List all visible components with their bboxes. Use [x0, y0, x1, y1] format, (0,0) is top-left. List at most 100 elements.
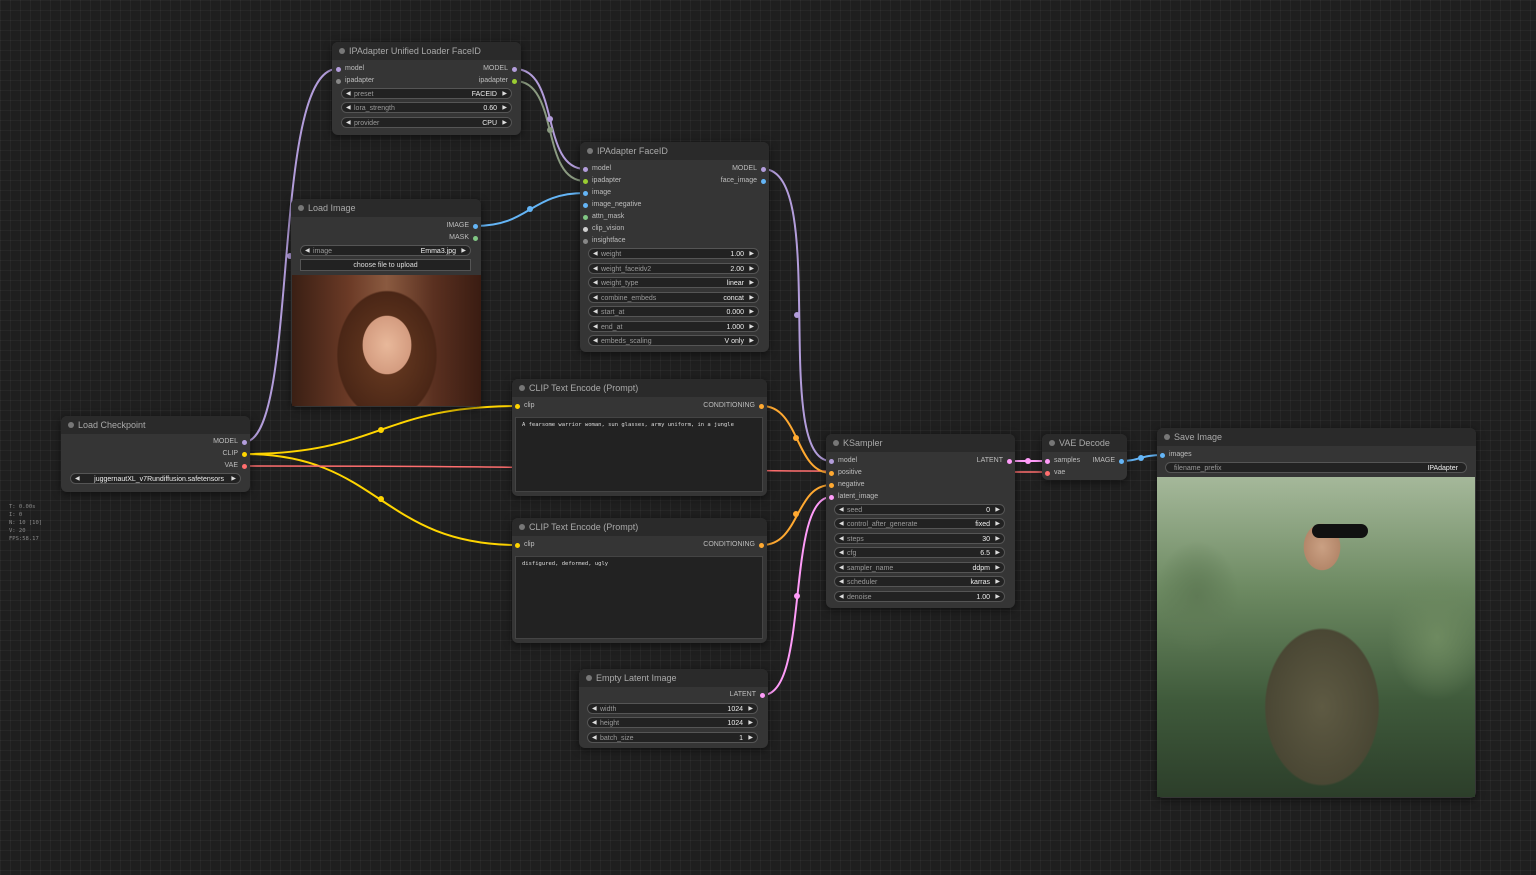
increment-arrow-icon[interactable]: ▶ — [748, 720, 753, 726]
slot-dot-icon[interactable] — [761, 178, 766, 184]
slot-dot-icon[interactable] — [473, 235, 478, 241]
decrement-arrow-icon[interactable]: ◀ — [305, 248, 310, 254]
increment-arrow-icon[interactable]: ▶ — [502, 120, 507, 126]
node-vae-decode[interactable]: VAE Decode samples vae IMAGE — [1042, 434, 1127, 480]
increment-arrow-icon[interactable]: ▶ — [502, 91, 507, 97]
increment-arrow-icon[interactable]: ▶ — [231, 476, 236, 482]
node-ipadapter-unified-loader[interactable]: IPAdapter Unified Loader FaceID model ip… — [332, 42, 521, 135]
decrement-arrow-icon[interactable]: ◀ — [592, 720, 597, 726]
node-title[interactable]: CLIP Text Encode (Prompt) — [512, 518, 767, 536]
increment-arrow-icon[interactable]: ▶ — [995, 579, 1000, 585]
node-title[interactable]: IPAdapter FaceID — [580, 142, 769, 160]
input-model[interactable]: model — [336, 64, 364, 74]
slot-dot-icon[interactable] — [336, 78, 341, 84]
decrement-arrow-icon[interactable]: ◀ — [75, 476, 80, 482]
increment-arrow-icon[interactable]: ▶ — [995, 536, 1000, 542]
slot-dot-icon[interactable] — [583, 202, 588, 208]
input-attn-mask[interactable]: attn_mask — [583, 212, 624, 222]
output-mask[interactable]: MASK — [449, 233, 478, 243]
input-model[interactable]: model — [583, 164, 611, 174]
slot-dot-icon[interactable] — [829, 470, 834, 476]
output-clip[interactable]: CLIP — [222, 449, 247, 459]
output-image[interactable]: IMAGE — [446, 221, 478, 231]
slot-dot-icon[interactable] — [583, 238, 588, 244]
node-ipadapter-faceid[interactable]: IPAdapter FaceID model ipadapter image i… — [580, 142, 769, 352]
decrement-arrow-icon[interactable]: ◀ — [839, 507, 844, 513]
slot-dot-icon[interactable] — [515, 403, 520, 409]
input-images[interactable]: images — [1160, 450, 1192, 460]
increment-arrow-icon[interactable]: ▶ — [748, 735, 753, 741]
prompt-text-negative[interactable]: disfigured, deformed, ugly — [515, 556, 763, 639]
increment-arrow-icon[interactable]: ▶ — [461, 248, 466, 254]
slot-dot-icon[interactable] — [512, 66, 517, 72]
increment-arrow-icon[interactable]: ▶ — [749, 266, 754, 272]
node-title[interactable]: Empty Latent Image — [579, 669, 768, 687]
decrement-arrow-icon[interactable]: ◀ — [346, 105, 351, 111]
increment-arrow-icon[interactable]: ▶ — [995, 507, 1000, 513]
decrement-arrow-icon[interactable]: ◀ — [839, 594, 844, 600]
increment-arrow-icon[interactable]: ▶ — [995, 594, 1000, 600]
slot-dot-icon[interactable] — [583, 166, 588, 172]
increment-arrow-icon[interactable]: ▶ — [749, 309, 754, 315]
output-conditioning[interactable]: CONDITIONING — [703, 540, 764, 550]
decrement-arrow-icon[interactable]: ◀ — [593, 295, 598, 301]
output-conditioning[interactable]: CONDITIONING — [703, 401, 764, 411]
slot-dot-icon[interactable] — [1045, 470, 1050, 476]
node-title[interactable]: VAE Decode — [1042, 434, 1127, 452]
node-title[interactable]: IPAdapter Unified Loader FaceID — [332, 42, 521, 60]
decrement-arrow-icon[interactable]: ◀ — [592, 706, 597, 712]
increment-arrow-icon[interactable]: ▶ — [995, 550, 1000, 556]
decrement-arrow-icon[interactable]: ◀ — [346, 91, 351, 97]
decrement-arrow-icon[interactable]: ◀ — [593, 309, 598, 315]
slot-dot-icon[interactable] — [583, 178, 588, 184]
input-insightface[interactable]: insightface — [583, 236, 625, 246]
input-positive[interactable]: positive — [829, 468, 862, 478]
input-vae[interactable]: vae — [1045, 468, 1065, 478]
output-image[interactable]: IMAGE — [1092, 456, 1124, 466]
node-title[interactable]: Load Checkpoint — [61, 416, 250, 434]
input-latent-image[interactable]: latent_image — [829, 492, 878, 502]
decrement-arrow-icon[interactable]: ◀ — [592, 735, 597, 741]
slot-dot-icon[interactable] — [759, 403, 764, 409]
slot-dot-icon[interactable] — [242, 451, 247, 457]
slot-dot-icon[interactable] — [829, 482, 834, 488]
node-title[interactable]: CLIP Text Encode (Prompt) — [512, 379, 767, 397]
output-ipadapter[interactable]: ipadapter — [479, 76, 517, 86]
increment-arrow-icon[interactable]: ▶ — [749, 338, 754, 344]
output-model[interactable]: MODEL — [213, 437, 247, 447]
slot-dot-icon[interactable] — [583, 226, 588, 232]
increment-arrow-icon[interactable]: ▶ — [995, 521, 1000, 527]
input-samples[interactable]: samples — [1045, 456, 1080, 466]
input-negative[interactable]: negative — [829, 480, 864, 490]
decrement-arrow-icon[interactable]: ◀ — [839, 550, 844, 556]
node-title[interactable]: KSampler — [826, 434, 1015, 452]
increment-arrow-icon[interactable]: ▶ — [995, 565, 1000, 571]
input-ipadapter[interactable]: ipadapter — [583, 176, 621, 186]
increment-arrow-icon[interactable]: ▶ — [502, 105, 507, 111]
node-clip-text-encode-positive[interactable]: CLIP Text Encode (Prompt) clip CONDITION… — [512, 379, 767, 496]
prompt-text-positive[interactable]: A fearsome warrior woman, sun glasses, a… — [515, 417, 763, 492]
decrement-arrow-icon[interactable]: ◀ — [839, 579, 844, 585]
input-image[interactable]: image — [583, 188, 611, 198]
input-clip[interactable]: clip — [515, 540, 535, 550]
slot-dot-icon[interactable] — [515, 542, 520, 548]
decrement-arrow-icon[interactable]: ◀ — [839, 536, 844, 542]
decrement-arrow-icon[interactable]: ◀ — [593, 251, 598, 257]
increment-arrow-icon[interactable]: ▶ — [749, 280, 754, 286]
